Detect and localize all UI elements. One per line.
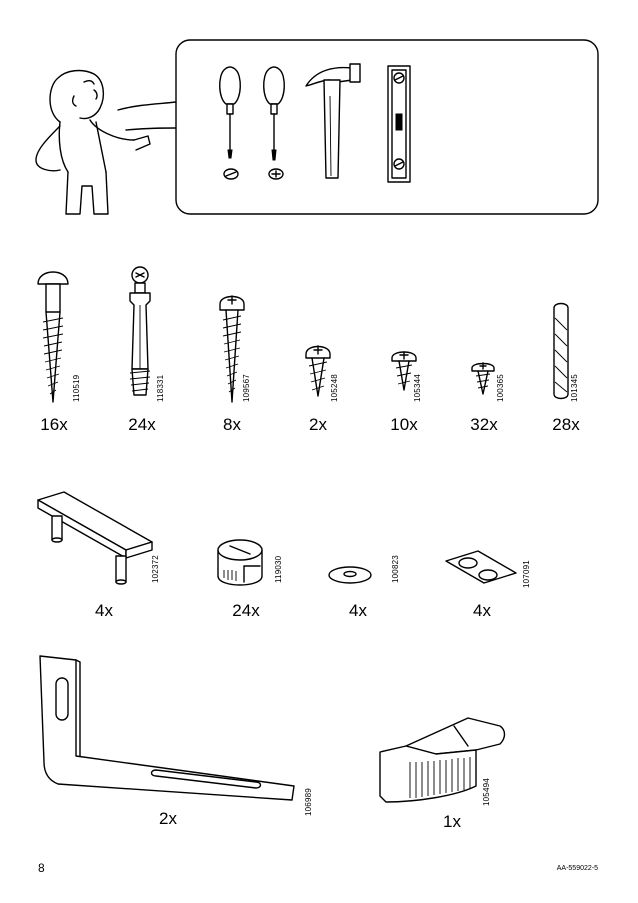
code-clip: 105494 <box>482 778 491 806</box>
qty-bolt: 16x <box>40 415 68 434</box>
qty-cam-lock: 24x <box>232 601 260 620</box>
bolt-icon <box>37 271 69 403</box>
qty-short-screw: 2x <box>309 415 327 434</box>
cam-lock-icon <box>217 539 263 586</box>
code-l-bracket: 106989 <box>304 788 313 816</box>
qty-l-bracket: 2x <box>159 809 177 828</box>
tool-bubble <box>175 39 599 215</box>
code-felt-pads: 107091 <box>522 560 531 588</box>
shelf-support-icon <box>37 491 153 585</box>
spirit-level-icon <box>387 65 411 183</box>
hammer-icon <box>305 63 361 179</box>
tiny-screw-icon <box>471 362 495 395</box>
code-washer: 100823 <box>391 555 400 583</box>
felt-pads-icon <box>445 550 517 584</box>
code-cam-lock: 119030 <box>274 555 283 583</box>
code-bolt: 110519 <box>72 374 81 402</box>
l-bracket-icon <box>39 655 295 801</box>
tools-illustration <box>35 39 599 215</box>
code-short-screw: 105248 <box>330 374 339 402</box>
qty-clip: 1x <box>443 812 461 831</box>
long-screw-icon <box>219 295 245 403</box>
code-shelf-support: 102372 <box>151 555 160 583</box>
code-wood-dowel: 101345 <box>570 374 579 402</box>
code-tiny-screw: 100365 <box>496 374 505 402</box>
washer-icon <box>328 566 372 584</box>
clip-icon <box>379 717 506 803</box>
short-screw-icon <box>305 345 331 397</box>
wood-dowel-icon <box>553 302 569 400</box>
cam-dowel-icon <box>129 266 151 396</box>
page-number: 8 <box>38 861 45 875</box>
qty-shelf-support: 4x <box>95 601 113 620</box>
qty-wood-dowel: 28x <box>552 415 580 434</box>
qty-felt-pads: 4x <box>473 601 491 620</box>
qty-tiny-screw: 32x <box>470 415 498 434</box>
document-id: AA-559022-5 <box>556 865 598 872</box>
qty-small-screw: 10x <box>390 415 418 434</box>
code-small-screw: 105344 <box>413 374 422 402</box>
qty-washer: 4x <box>349 601 367 620</box>
code-cam-dowel: 118331 <box>156 374 165 402</box>
qty-long-screw: 8x <box>223 415 241 434</box>
phillips-screwdriver-icon <box>263 66 285 180</box>
person-figure-icon <box>35 69 177 215</box>
code-long-screw: 109567 <box>242 374 251 402</box>
flat-screwdriver-icon <box>219 66 241 180</box>
qty-cam-dowel: 24x <box>128 415 156 434</box>
small-screw-icon <box>391 351 417 391</box>
